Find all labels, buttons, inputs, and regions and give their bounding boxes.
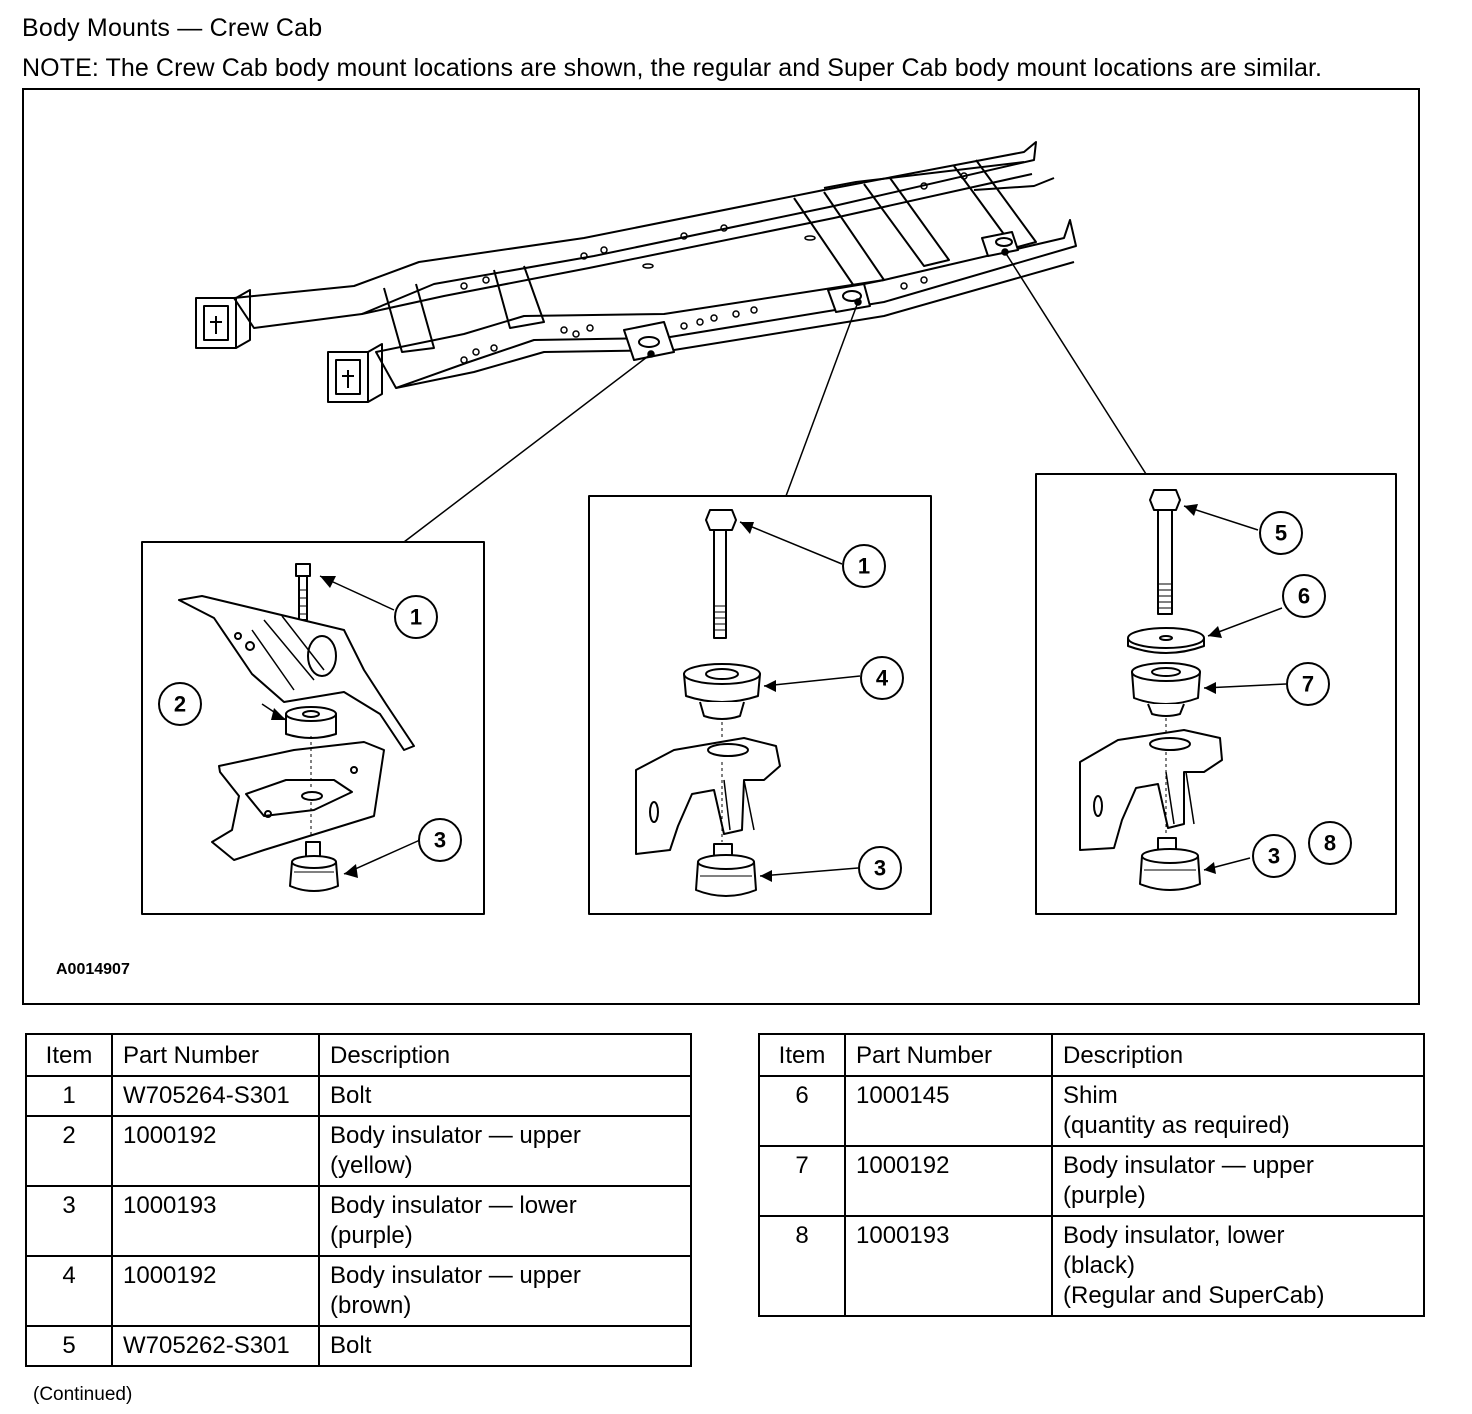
vehicle-frame (195, 141, 1077, 403)
part-number-cell: W705262-S301 (111, 1325, 320, 1367)
description-line: Bolt (330, 1082, 372, 1109)
item-cell: 7 (758, 1145, 846, 1217)
parts-table-right: Item Part Number Description 6 1000145 S… (758, 1033, 1425, 1317)
item-cell: 3 (25, 1185, 113, 1257)
description-cell: Body insulator — upper (purple) (1051, 1145, 1425, 1217)
table-row: 6 1000145 Shim (quantity as required) (758, 1075, 1425, 1147)
callout-circles (158, 511, 1352, 890)
part-number-cell: 1000145 (844, 1075, 1053, 1147)
detail-box-center (588, 495, 932, 915)
callout-label: 1 (410, 605, 422, 630)
description-cell: Bolt (318, 1325, 692, 1367)
callout-label: 3 (434, 828, 446, 853)
callout-label: 2 (174, 692, 186, 717)
description-line: Body insulator, lower (1063, 1222, 1285, 1249)
table-row: 4 1000192 Body insulator — upper (brown) (25, 1255, 692, 1327)
part-number-cell: W705264-S301 (111, 1075, 320, 1117)
item-cell: 1 (25, 1075, 113, 1117)
description-cell: Body insulator, lower (black) (Regular and… (1051, 1215, 1425, 1317)
description-cell: Body insulator — upper (yellow) (318, 1115, 692, 1187)
part-number-cell: 1000193 (111, 1185, 320, 1257)
description-line: Body insulator — lower (330, 1192, 577, 1219)
description-line: Shim (1063, 1082, 1118, 1109)
table-row: 7 1000192 Body insulator — upper (purple) (758, 1145, 1425, 1217)
column-header-description: Description (318, 1033, 692, 1077)
callout-label: 7 (1302, 672, 1314, 697)
table-header-row: Item Part Number Description (758, 1033, 1425, 1077)
note-text: NOTE: The Crew Cab body mount locations … (22, 54, 1323, 82)
callout-label: 6 (1298, 584, 1310, 609)
description-cell: Shim (quantity as required) (1051, 1075, 1425, 1147)
item-cell: 8 (758, 1215, 846, 1317)
left-mount-assembly (178, 563, 415, 892)
item-cell: 5 (25, 1325, 113, 1367)
column-header-description: Description (1051, 1033, 1425, 1077)
description-line: Bolt (330, 1332, 372, 1359)
item-cell: 6 (758, 1075, 846, 1147)
description-cell: Body insulator — upper (brown) (318, 1255, 692, 1327)
description-line: (black) (1063, 1252, 1136, 1279)
part-number-cell: 1000192 (111, 1115, 320, 1187)
table-row: 8 1000193 Body insulator, lower (black) (R… (758, 1215, 1425, 1317)
description-cell: Body insulator — lower (purple) (318, 1185, 692, 1257)
callout-labels: 1 2 3 1 4 3 5 6 7 3 8 (174, 521, 1336, 881)
description-line: (purple) (1063, 1182, 1146, 1209)
page-title: Body Mounts — Crew Cab (22, 14, 323, 42)
arrowheads (271, 504, 1222, 882)
leader-lines (403, 248, 1147, 543)
description-line: Body insulator — upper (1063, 1152, 1314, 1179)
part-number-cell: 1000192 (111, 1255, 320, 1327)
callout-label: 3 (874, 856, 886, 881)
detail-box-right (1035, 473, 1397, 915)
table-row: 3 1000193 Body insulator — lower (purple) (25, 1185, 692, 1257)
table-row: 2 1000192 Body insulator — upper (yellow) (25, 1115, 692, 1187)
description-line: (Regular and SuperCab) (1063, 1282, 1325, 1309)
description-line: (yellow) (330, 1152, 413, 1179)
description-line: Body insulator — upper (330, 1122, 581, 1149)
center-mount-assembly (635, 509, 781, 897)
callout-label: 4 (876, 666, 889, 691)
table-row: 1 W705264-S301 Bolt (25, 1075, 692, 1117)
description-line: Body insulator — upper (330, 1262, 581, 1289)
description-line: (purple) (330, 1222, 413, 1249)
detail-box-left (141, 541, 485, 915)
part-number-cell: 1000193 (844, 1215, 1053, 1317)
callout-label: 1 (858, 554, 870, 579)
column-header-item: Item (25, 1033, 113, 1077)
diagram-drawing: 1 2 3 1 4 3 5 6 7 3 8 A0014907 (56, 141, 1397, 978)
column-header-part-number: Part Number (111, 1033, 320, 1077)
description-line: (brown) (330, 1292, 412, 1319)
continued-note: (Continued) (33, 1384, 133, 1405)
callout-label: 5 (1275, 521, 1287, 546)
item-cell: 2 (25, 1115, 113, 1187)
parts-table-left: Item Part Number Description 1 W705264-S… (25, 1033, 692, 1367)
part-number-cell: 1000192 (844, 1145, 1053, 1217)
callout-label: 8 (1324, 831, 1336, 856)
column-header-item: Item (758, 1033, 846, 1077)
description-cell: Bolt (318, 1075, 692, 1117)
callout-label: 3 (1268, 844, 1280, 869)
description-line: (quantity as required) (1063, 1112, 1290, 1139)
table-header-row: Item Part Number Description (25, 1033, 692, 1077)
body-mounts-diagram: 1 2 3 1 4 3 5 6 7 3 8 A0014907 (22, 88, 1420, 1005)
figure-reference-code: A0014907 (56, 961, 130, 978)
column-header-part-number: Part Number (844, 1033, 1053, 1077)
right-mount-assembly (1079, 489, 1223, 891)
table-row: 5 W705262-S301 Bolt (25, 1325, 692, 1367)
item-cell: 4 (25, 1255, 113, 1327)
